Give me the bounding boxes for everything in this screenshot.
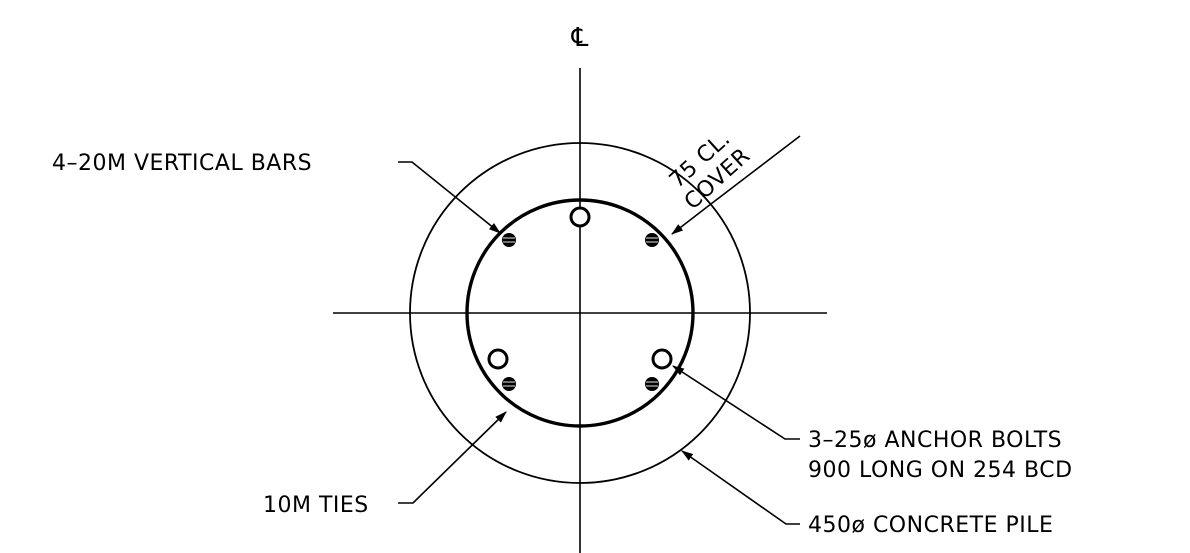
anchor-bolt <box>569 206 591 228</box>
anchor-bolt <box>487 348 509 370</box>
cover-dimension-arrow <box>671 206 708 235</box>
label-anchor-bolts-line1: 3–25ø ANCHOR BOLTS <box>808 428 1062 453</box>
vertical-bar <box>502 377 516 391</box>
vertical-bar <box>645 233 659 247</box>
leader-vertical-bars <box>398 161 501 234</box>
concrete-pile-outline <box>409 142 751 484</box>
vertical-bar <box>645 377 659 391</box>
cover-extension-line <box>706 135 801 208</box>
label-concrete-pile: 450ø CONCRETE PILE <box>808 513 1053 538</box>
tie-circle <box>465 198 695 428</box>
label-vertical-bars: 4–20M VERTICAL BARS <box>52 151 312 176</box>
leader-concrete-pile <box>681 450 800 525</box>
label-ties: 10M TIES <box>263 493 369 518</box>
leader-ties <box>398 411 507 504</box>
leader-anchor-bolts <box>672 365 800 440</box>
centerline-symbol: ℄ <box>571 23 589 53</box>
cover-label: 75 CL. COVER <box>665 126 755 215</box>
vertical-bar <box>502 233 516 247</box>
label-anchor-bolts-line2: 900 LONG ON 254 BCD <box>808 458 1073 483</box>
anchor-bolt <box>651 348 673 370</box>
